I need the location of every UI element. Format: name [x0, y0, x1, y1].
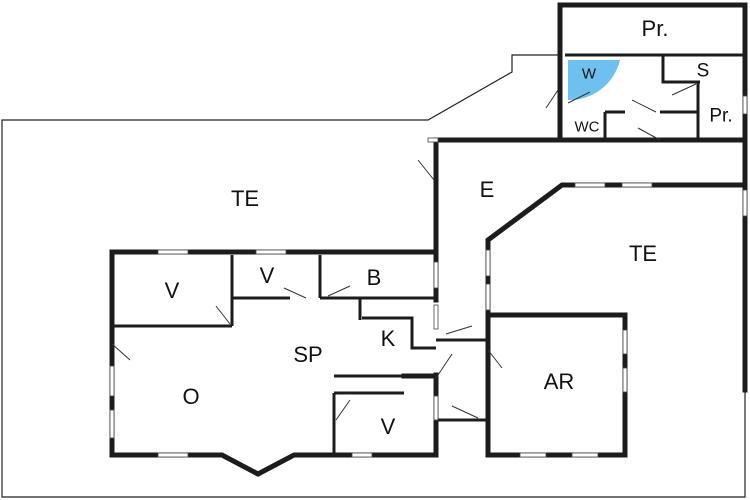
room-label-ar: AR [543, 369, 575, 394]
w-room-fill [568, 60, 620, 101]
room-label-s: S [696, 60, 710, 82]
doors [111, 159, 503, 421]
room-label-w: W [581, 65, 597, 83]
room-label-o: O [182, 384, 200, 409]
room-label-v-middle: V [259, 263, 275, 288]
room-label-k: K [380, 326, 396, 351]
room-label-sp: SP [293, 342, 323, 367]
room-label-e: E [479, 177, 495, 202]
room-label-te-right: TE [628, 241, 658, 266]
room-label-b: B [366, 265, 382, 290]
room-label-v-bottom: V [380, 414, 396, 439]
windows [109, 95, 748, 458]
annex-walls [545, 2, 748, 143]
room-label-te-left: TE [230, 186, 260, 211]
house-walls [109, 137, 748, 477]
room-label-v-left: V [164, 278, 180, 303]
room-label-wc: WC [574, 118, 600, 136]
room-label-pr-top: Pr. [641, 16, 669, 41]
room-label-pr-right: Pr. [709, 105, 733, 127]
